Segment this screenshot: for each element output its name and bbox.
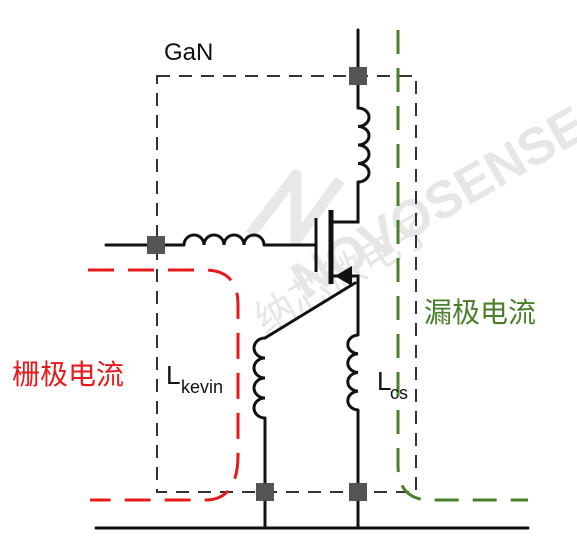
watermark-logo-mark xyxy=(245,169,345,246)
l-cs-main: L xyxy=(377,366,391,396)
package-pins xyxy=(147,67,367,501)
drain-inductor xyxy=(357,106,371,184)
gate-current-label: 栅极电流 xyxy=(12,358,124,391)
drain-pin xyxy=(349,67,367,85)
drain-current-path xyxy=(396,30,528,502)
power-source-pin xyxy=(349,483,367,501)
kevin-inductor xyxy=(252,336,266,420)
gate-inductor xyxy=(182,233,266,246)
l-kevin-label: L kevin xyxy=(166,360,223,397)
source-arrow-icon xyxy=(335,266,352,286)
gan-package-outline xyxy=(156,75,417,493)
gan-transistor-symbol xyxy=(314,210,352,286)
l-cs-label: L cs xyxy=(377,366,408,403)
gate-pin xyxy=(147,236,165,254)
kevin-diagonal xyxy=(263,281,357,340)
gan-label: GaN xyxy=(164,39,213,66)
source-inductor xyxy=(346,333,359,412)
drain-current-label: 漏极电流 xyxy=(424,296,536,329)
drain-wire-to-fet xyxy=(329,180,360,224)
l-cs-subscript: cs xyxy=(390,383,408,403)
l-kevin-subscript: kevin xyxy=(181,377,223,397)
l-kevin-main: L xyxy=(166,360,180,390)
gate-current-path xyxy=(88,268,240,502)
kevin-source-pin xyxy=(256,483,274,501)
